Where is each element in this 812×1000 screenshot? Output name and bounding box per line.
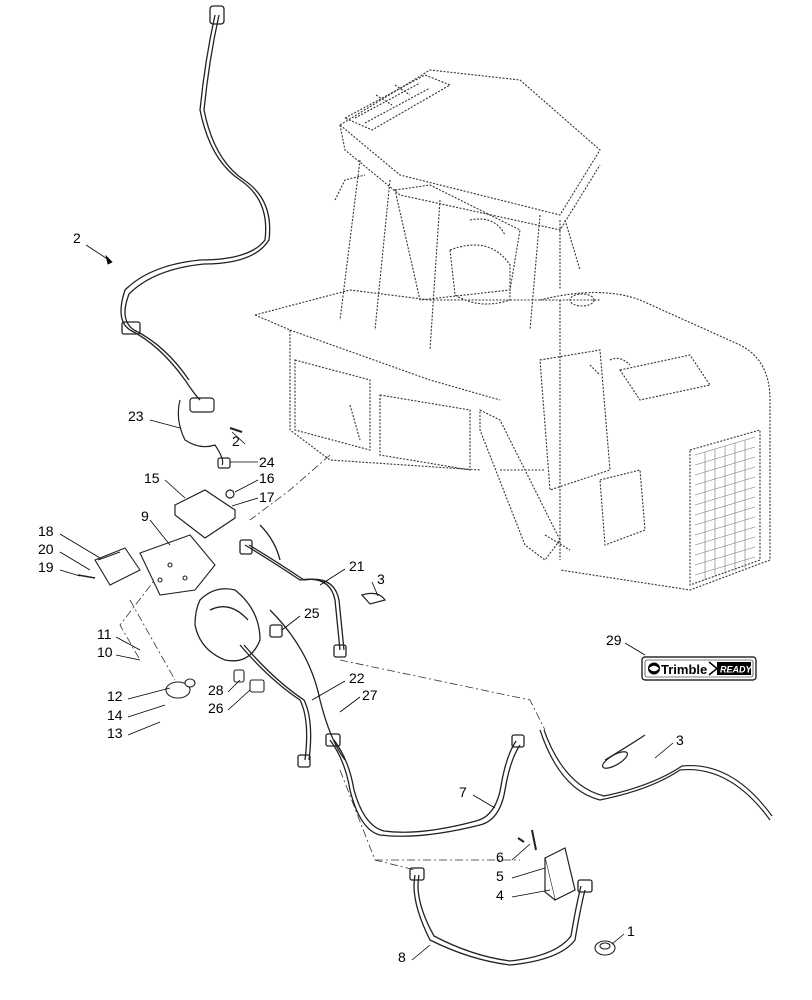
callout-16: 16 — [259, 470, 275, 486]
callout-27: 27 — [362, 687, 378, 703]
upper-harness — [120, 5, 271, 401]
callout-15: 15 — [144, 470, 160, 486]
callout-5: 5 — [496, 868, 504, 884]
callout-12: 12 — [107, 688, 123, 704]
logo-brand: Trimble — [661, 662, 707, 677]
callout-10: 10 — [97, 644, 113, 660]
trimble-ready-logo: Trimble READY — [641, 656, 757, 681]
harness-8 — [409, 867, 593, 966]
grommet-1 — [594, 940, 616, 956]
callout-leaders — [59, 244, 674, 961]
callout-labels: 2 23 2 24 15 16 17 9 18 20 19 11 10 12 1… — [38, 230, 684, 965]
callout-4: 4 — [496, 887, 504, 903]
plate-18 — [77, 547, 141, 586]
logo-badge: READY — [720, 665, 753, 675]
callout-1: 1 — [627, 923, 635, 939]
mounting-bracket-9 — [139, 534, 216, 596]
callout-14: 14 — [107, 707, 123, 723]
callout-21: 21 — [349, 558, 365, 574]
callout-22: 22 — [349, 670, 365, 686]
cable-3 — [360, 592, 773, 821]
callout-3a: 3 — [377, 571, 385, 587]
callout-11: 11 — [97, 626, 112, 642]
callout-7: 7 — [459, 784, 467, 800]
callout-24: 24 — [259, 454, 275, 470]
callout-20: 20 — [38, 541, 54, 557]
callout-2b: 2 — [232, 433, 240, 449]
grommet-12 — [165, 678, 196, 699]
callout-9: 9 — [141, 508, 149, 524]
callout-28: 28 — [208, 682, 224, 698]
callout-13: 13 — [107, 725, 123, 741]
callout-26: 26 — [208, 700, 224, 716]
main-harness-21 — [194, 524, 347, 768]
callout-6: 6 — [496, 849, 504, 865]
callout-17: 17 — [259, 489, 275, 505]
callout-18: 18 — [38, 523, 54, 539]
callout-19: 19 — [38, 559, 54, 575]
bracket-4 — [517, 829, 576, 901]
callout-3b: 3 — [676, 732, 684, 748]
machine-body — [254, 69, 771, 591]
engine-grille — [694, 436, 756, 580]
callout-8: 8 — [398, 949, 406, 965]
callout-29: 29 — [606, 632, 622, 648]
callout-25: 25 — [304, 605, 320, 621]
callout-2a: 2 — [73, 230, 81, 246]
trimble-globe-icon — [648, 662, 660, 675]
connector-cluster-23 — [177, 397, 243, 469]
callout-23: 23 — [128, 408, 144, 424]
control-module-15 — [173, 489, 237, 539]
harness-7 — [325, 733, 525, 837]
clip-28 — [233, 669, 265, 693]
